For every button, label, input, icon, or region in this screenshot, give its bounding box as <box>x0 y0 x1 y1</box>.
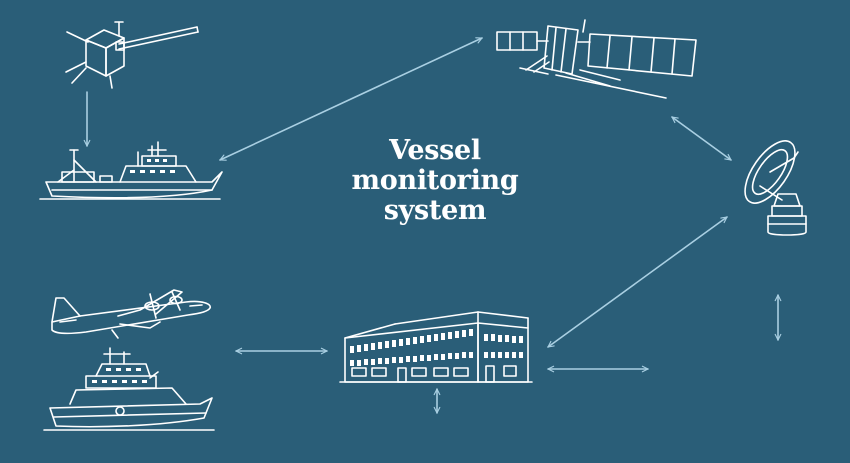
arrow-dish-to-centre <box>547 216 728 348</box>
earth-observation-satellite-icon <box>496 19 697 99</box>
title-line-2: monitoring <box>351 165 519 196</box>
title-line-1: Vessel <box>389 135 481 166</box>
fishing-vessel-icon <box>39 141 223 200</box>
connection-arrows <box>83 37 782 414</box>
title-line-3: system <box>383 195 487 226</box>
ground-station-dish-icon <box>744 140 807 236</box>
small-satellite-icon <box>65 21 199 89</box>
arrow-vessel-to-eo-satellite <box>219 37 483 161</box>
patrol-boat-icon <box>43 347 215 431</box>
diagram-title: Vessel monitoring system <box>300 136 570 226</box>
patrol-aircraft-icon <box>51 289 211 339</box>
monitoring-centre-building-icon <box>339 311 533 383</box>
arrow-eo-satellite-to-dish <box>671 116 732 161</box>
